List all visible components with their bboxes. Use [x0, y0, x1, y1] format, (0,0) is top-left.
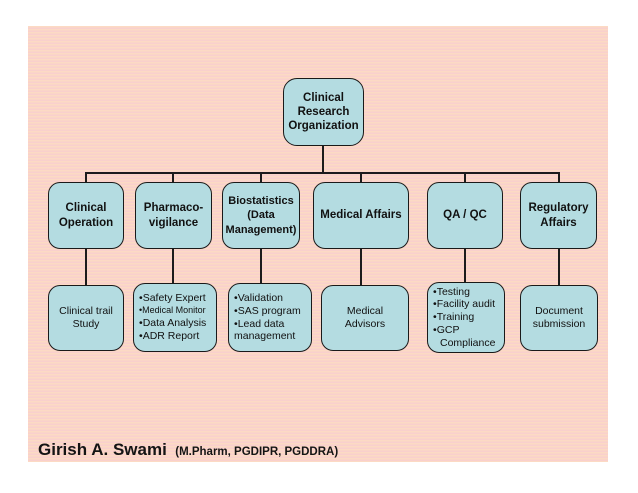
org-root-box: Clinical Research Organization	[283, 78, 364, 146]
dept-label: Pharmaco-vigilance	[143, 202, 204, 229]
connector-drop	[172, 172, 174, 183]
list-item: GCP Compliance	[433, 324, 502, 350]
dept-box-qa-qc: QA / QC	[427, 182, 503, 249]
list-item: ADR Report	[139, 330, 214, 343]
author-credentials: (M.Pharm, PGDIPR, PGDDRA)	[175, 446, 339, 458]
connector-root-stem	[322, 146, 324, 174]
connector-link	[172, 248, 174, 286]
dept-label: Medical Affairs	[320, 209, 402, 222]
connector-drop	[260, 172, 262, 183]
connector-drop	[85, 172, 87, 183]
detail-box-pharmacovigilance-list: Safety Expert Medical Monitor Data Analy…	[133, 283, 217, 352]
org-root-label: Clinical Research Organization	[288, 91, 359, 132]
connector-link	[558, 248, 560, 286]
dept-label: Biostatistics (Data Management)	[225, 195, 297, 236]
dept-box-biostatistics: Biostatistics (Data Management)	[222, 182, 300, 249]
list-item: Data Analysis	[139, 317, 214, 330]
dept-label: QA / QC	[443, 209, 487, 222]
bullet-list: Safety Expert Medical Monitor Data Analy…	[134, 289, 216, 345]
dept-box-clinical-operation: Clinical Operation	[48, 182, 124, 249]
bullet-list: Validation SAS program Lead data managem…	[229, 289, 311, 346]
detail-box-qa-qc-list: Testing Facility audit Training GCP Comp…	[427, 282, 505, 353]
connector-drop	[558, 172, 560, 183]
connector-link	[85, 248, 87, 286]
detail-box-biostatistics-list: Validation SAS program Lead data managem…	[228, 283, 312, 352]
connector-link	[464, 248, 466, 286]
author-name: Girish A. Swami	[38, 440, 167, 459]
connector-drop	[360, 172, 362, 183]
connector-horizontal-bar	[85, 172, 560, 174]
detail-box-document-submission: Document submission	[520, 285, 598, 351]
list-item: SAS program	[234, 305, 309, 318]
detail-label: Document submission	[532, 305, 586, 330]
dept-box-pharmacovigilance: Pharmaco-vigilance	[135, 182, 212, 249]
bullet-list: Testing Facility audit Training GCP Comp…	[428, 283, 504, 353]
dept-label: Regulatory Affairs	[528, 202, 589, 229]
list-item: Lead data management	[234, 318, 309, 344]
connector-drop	[464, 172, 466, 183]
detail-box-clinical-trail-study: Clinical trail Study	[48, 285, 124, 351]
list-item: Validation	[234, 292, 309, 305]
list-item: Safety Expert	[139, 292, 214, 305]
dept-box-medical-affairs: Medical Affairs	[313, 182, 409, 249]
detail-label: Medical Advisors	[344, 305, 386, 330]
connector-link	[260, 248, 262, 286]
detail-label: Clinical trail Study	[59, 305, 113, 330]
detail-box-medical-advisors: Medical Advisors	[321, 285, 409, 351]
dept-box-regulatory-affairs: Regulatory Affairs	[520, 182, 597, 249]
list-item: Training	[433, 311, 502, 324]
list-item: Facility audit	[433, 298, 502, 311]
dept-label: Clinical Operation	[58, 202, 114, 229]
list-item: Medical Monitor	[139, 305, 214, 317]
connector-link	[360, 248, 362, 286]
author-footer: Girish A. Swami (M.Pharm, PGDIPR, PGDDRA…	[38, 440, 338, 460]
list-item: Testing	[433, 286, 502, 299]
